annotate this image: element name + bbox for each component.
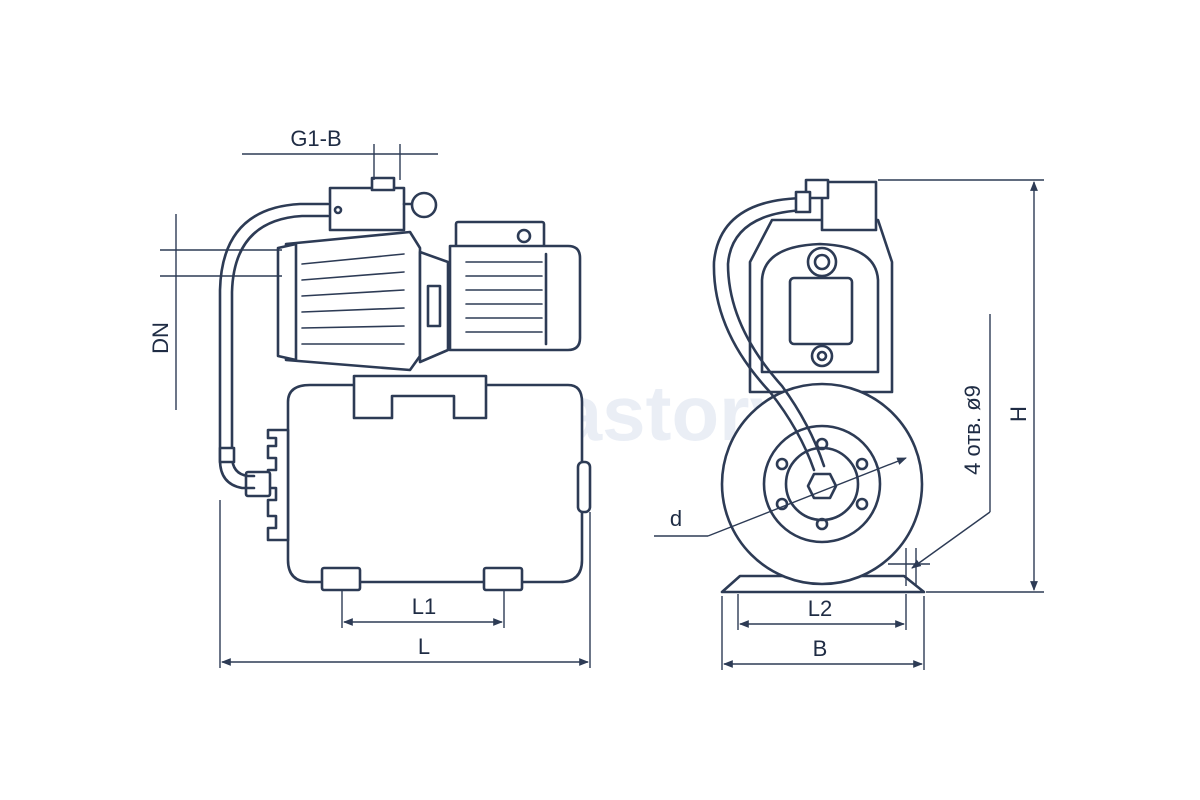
- dim-b: B: [721, 596, 925, 670]
- dim-l2: L2: [737, 594, 907, 630]
- label-l1: L1: [412, 594, 436, 619]
- dim-g1b: G1-B: [242, 126, 438, 180]
- dimensions: G1-B DN L1 L d: [148, 126, 1044, 670]
- dim-d: d: [654, 457, 907, 537]
- front-tank: [720, 382, 924, 586]
- side-hose: [218, 202, 330, 490]
- dim-l1: L1: [341, 590, 505, 628]
- label-l: L: [418, 634, 430, 659]
- label-holes: 4 отв. ø9: [960, 385, 985, 475]
- label-b: B: [813, 636, 828, 661]
- front-view: [712, 178, 926, 594]
- side-pump: [276, 176, 582, 372]
- side-tank: [244, 374, 592, 592]
- front-hose: [712, 190, 826, 472]
- dim-l: L: [219, 500, 591, 668]
- dim-h: H: [878, 179, 1044, 593]
- label-l2: L2: [808, 596, 832, 621]
- dim-dn: DN: [148, 214, 282, 410]
- label-h: H: [1006, 406, 1031, 422]
- side-view: [218, 176, 592, 592]
- label-dn: DN: [148, 322, 173, 354]
- front-pump: [748, 178, 894, 394]
- dim-holes: 4 отв. ø9: [888, 314, 991, 586]
- label-g1b: G1-B: [290, 126, 341, 151]
- label-d: d: [670, 506, 682, 531]
